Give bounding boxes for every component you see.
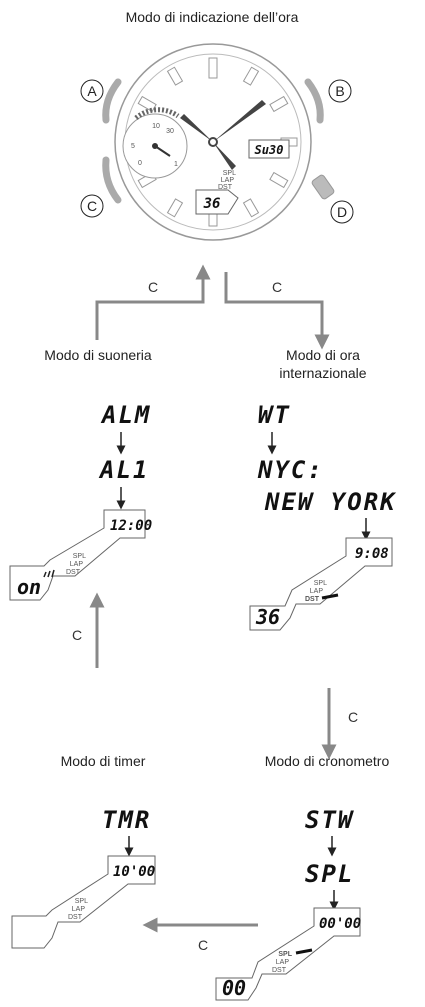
timer-indicator-spl: SPL — [75, 898, 88, 905]
world-seconds: 36 — [255, 605, 280, 629]
world-lcd-nyc: NYC: — [257, 456, 324, 484]
button-a-pusher[interactable] — [102, 78, 122, 124]
watch-indicator-lap: LAP — [221, 177, 235, 184]
hour-marker — [242, 66, 260, 86]
watch-face: 10 30 5 0 1 Su30 SPL LAP DST 36 A B C D — [80, 43, 354, 241]
hour-hand — [180, 114, 213, 142]
alarm-status: on — [17, 575, 41, 599]
hand-pivot — [208, 137, 218, 147]
hour-marker — [208, 57, 218, 79]
subdial-num-10: 10 — [152, 123, 160, 130]
hour-marker — [242, 198, 260, 218]
hour-marker — [166, 66, 184, 86]
alarm-mode-label: Modo di suoneria — [44, 347, 152, 363]
button-d-label: D — [337, 204, 347, 220]
timer-indicator-lap: LAP — [72, 906, 86, 913]
world-lcd-city: NEW YORK — [264, 488, 397, 516]
timer-mode: TMR 10'00 SPL LAP DST — [11, 806, 156, 949]
stopwatch-lcd-spl: SPL — [305, 860, 354, 888]
stopwatch-mode-label: Modo di cronometro — [265, 753, 390, 769]
hour-marker — [269, 171, 289, 189]
stopwatch-time: 00'00 — [319, 916, 361, 932]
day-display-box — [248, 139, 290, 159]
arrow-left-label: C — [148, 279, 158, 295]
stopwatch-indicator-lap: LAP — [276, 959, 290, 966]
seconds-display: 36 — [203, 196, 221, 212]
alarm-time: 12:00 — [110, 518, 152, 534]
stopwatch-seconds: 00 — [222, 976, 246, 1000]
stopwatch-indicator-dst: DST — [272, 967, 287, 974]
button-c-label: C — [87, 198, 97, 214]
watch-indicator-dst: DST — [218, 184, 233, 191]
arrow-stopwatch-to-timer-label: C — [198, 937, 208, 953]
world-mode-label-2: internazionale — [279, 365, 366, 381]
button-d-crown[interactable] — [311, 174, 335, 200]
subdial-scale — [134, 107, 180, 120]
arrow-world-to-stopwatch-label: C — [348, 709, 358, 725]
subdial-num-30: 30 — [166, 128, 174, 135]
alarm-indicator-dst: DST — [66, 569, 81, 576]
alarm-sound-icon — [43, 569, 55, 578]
world-lcd-frame — [249, 537, 393, 631]
hour-marker — [166, 198, 184, 218]
button-b-pusher[interactable] — [304, 78, 324, 124]
timer-lcd-frame — [11, 855, 156, 949]
watch-indicator-spl: SPL — [223, 170, 236, 177]
subdial-num-1: 1 — [174, 161, 178, 168]
subdial-num-0: 0 — [138, 160, 142, 167]
alarm-indicator-spl: SPL — [73, 553, 86, 560]
stopwatch-lcd-stw: STW — [305, 806, 355, 834]
page-title: Modo di indicazione dell’ora — [126, 9, 299, 25]
world-mode-label-1: Modo di ora — [286, 347, 360, 363]
button-b-label: B — [335, 83, 344, 99]
world-time-mode: WT NYC: NEW YORK 9:08 SPL LAP DST 36 — [249, 401, 397, 631]
subdial-num-5: 5 — [131, 143, 135, 150]
timer-mode-label: Modo di timer — [61, 753, 146, 769]
timer-indicator-dst: DST — [68, 914, 83, 921]
dst-pointer — [321, 593, 339, 600]
alarm-lcd-frame — [9, 509, 146, 601]
arrow-alarm-to-time — [95, 264, 211, 340]
hour-marker — [269, 95, 289, 113]
world-indicator-spl: SPL — [314, 580, 327, 587]
minute-hand — [213, 100, 266, 142]
world-lcd-wt: WT — [258, 401, 291, 429]
subdial-hand — [154, 145, 171, 157]
arrow-right-label: C — [272, 279, 282, 295]
arrow-time-to-world — [224, 272, 330, 350]
alarm-lcd-alm: ALM — [100, 401, 151, 429]
button-c-pusher[interactable] — [102, 156, 122, 204]
world-time: 9:08 — [355, 546, 389, 562]
world-indicator-lap: LAP — [310, 588, 324, 595]
stopwatch-lcd-frame — [215, 907, 361, 1001]
world-indicator-dst: DST — [305, 596, 320, 603]
timer-time: 10'00 — [113, 864, 155, 880]
seconds-display-box — [195, 189, 239, 215]
alarm-mode: ALM AL1 12:00 SPL LAP DST on — [9, 401, 152, 601]
alarm-indicator-lap: LAP — [70, 561, 84, 568]
spl-pointer — [295, 948, 313, 955]
arrow-timer-to-alarm-label: C — [72, 627, 82, 643]
timer-lcd-tmr: TMR — [102, 806, 151, 834]
stopwatch-indicator-spl: SPL — [278, 951, 292, 958]
alarm-lcd-al1: AL1 — [98, 456, 149, 484]
button-a-label: A — [87, 83, 97, 99]
day-display: Su30 — [255, 143, 284, 157]
hour-hand-tail — [213, 142, 236, 170]
stopwatch-mode: STW SPL 00'00 SPL LAP DST 00 — [215, 806, 361, 1001]
